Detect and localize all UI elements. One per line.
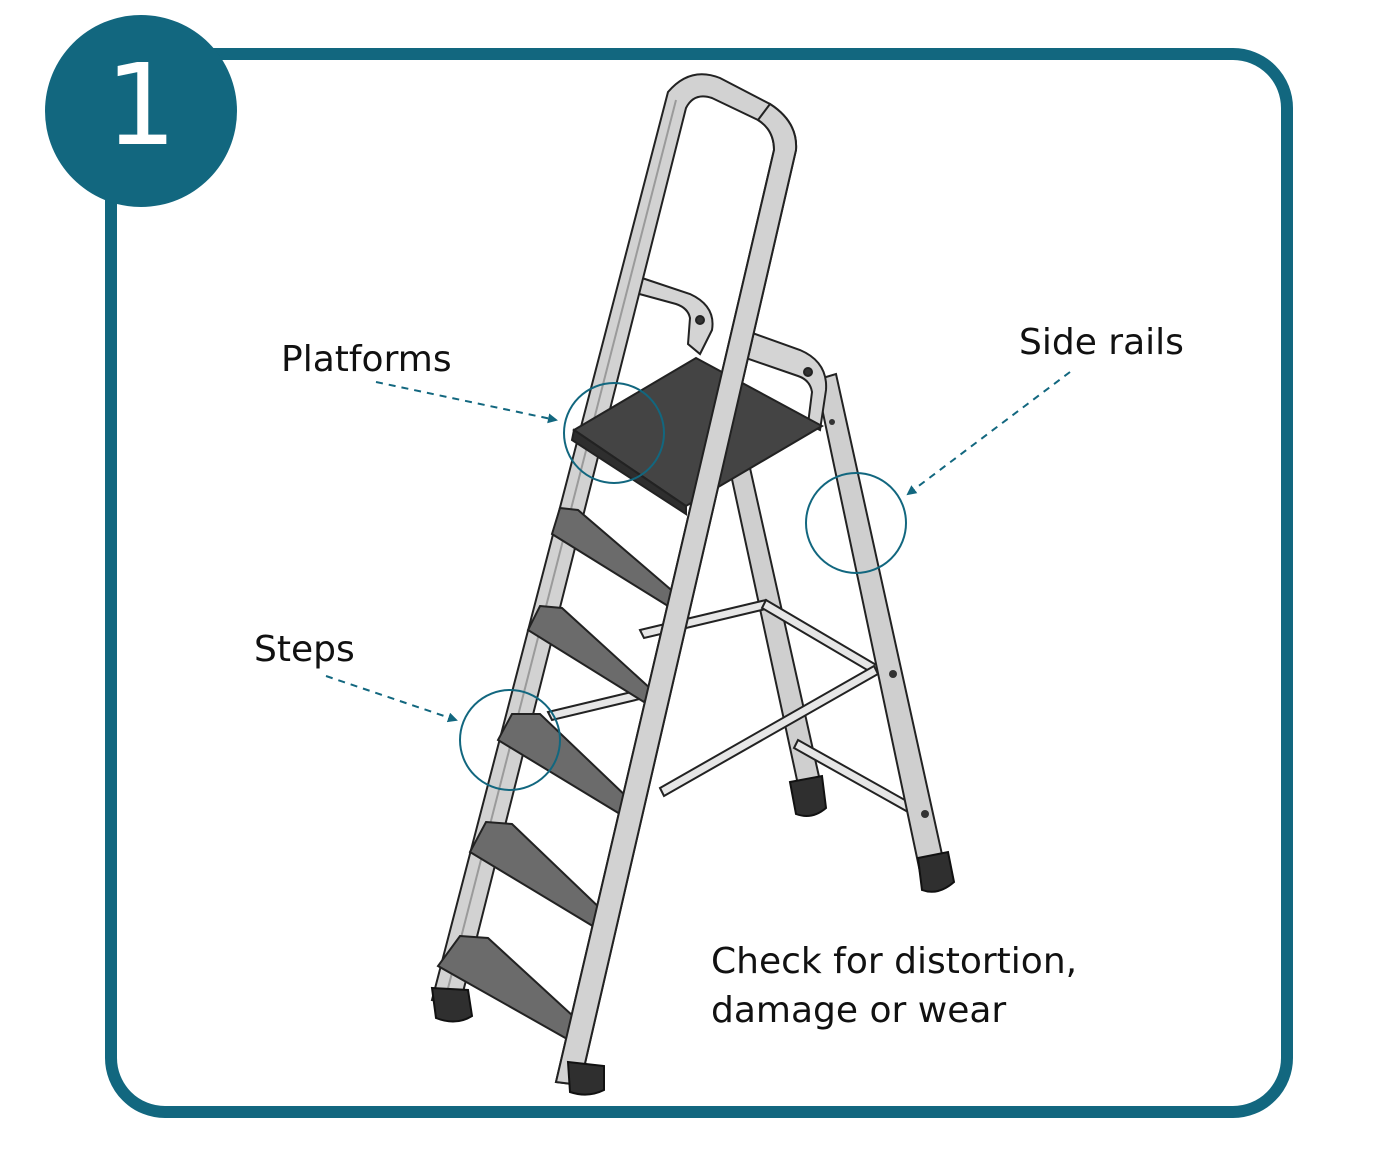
- steps: [436, 506, 678, 1046]
- side-rails-highlight-circle: [805, 472, 907, 574]
- side-rails-label: Side rails: [1019, 322, 1184, 363]
- platforms-label: Platforms: [281, 339, 452, 380]
- steps-highlight-circle: [459, 689, 561, 791]
- panel-frame: [105, 48, 1293, 1118]
- inspection-note-line-2: damage or wear: [711, 990, 1007, 1031]
- inspection-note: Check for distortion, damage or wear: [711, 937, 1077, 1035]
- step-number: 1: [105, 41, 177, 171]
- inspection-note-line-1: Check for distortion,: [711, 941, 1078, 982]
- side-rail-rear: [814, 372, 956, 893]
- hinge-brackets: [630, 274, 828, 432]
- steps-arrow: [325, 675, 458, 723]
- step-number-badge: 1: [45, 15, 237, 207]
- platforms-arrow: [375, 381, 558, 424]
- side-rail-front-right: [554, 102, 798, 1087]
- steps-label: Steps: [254, 629, 355, 670]
- front-feet: [430, 986, 605, 1096]
- rear-leg-left: [728, 466, 828, 817]
- cross-braces: [546, 598, 914, 814]
- platform: [570, 356, 825, 516]
- side-rails-arrow: [906, 371, 1071, 496]
- platforms-highlight-circle: [563, 382, 665, 484]
